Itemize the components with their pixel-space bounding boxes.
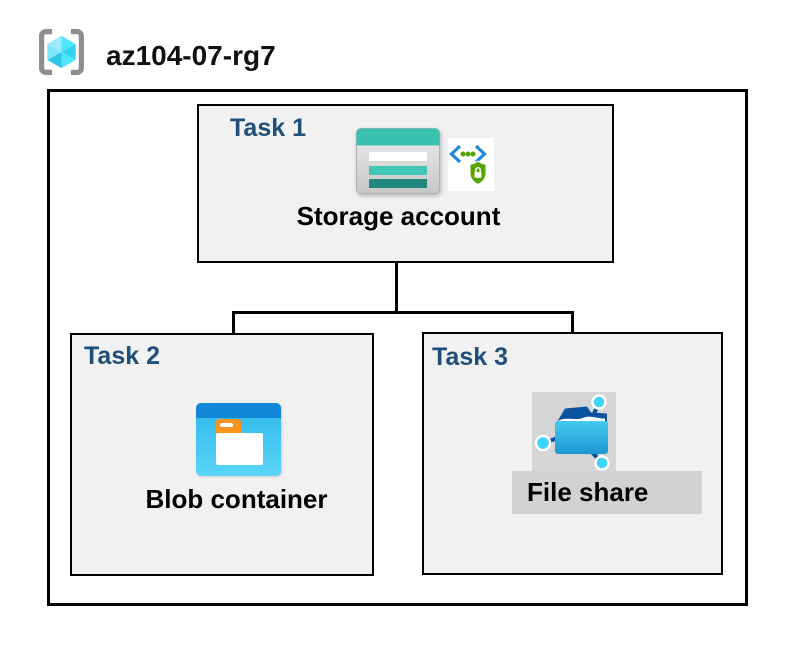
resource-group-title: az104-07-rg7	[106, 40, 276, 71]
blob-container-label: Blob container	[145, 484, 328, 514]
task1-label: Task 1	[230, 114, 306, 142]
task2-box: Task 2 Blob container	[70, 333, 374, 576]
blob-container-icon	[196, 403, 281, 476]
file-share-icon-highlight	[532, 392, 616, 471]
storage-account-icon	[356, 128, 440, 194]
connector-branch	[232, 311, 574, 314]
storage-account-label: Storage account	[296, 201, 501, 231]
code-brackets-shield-lock-icon	[448, 138, 494, 191]
task2-label: Task 2	[84, 342, 160, 370]
file-share-label-background: File share	[512, 471, 702, 514]
task1-box: Task 1	[197, 104, 614, 263]
task3-label: Task 3	[432, 343, 508, 371]
file-share-label: File share	[527, 477, 649, 507]
connector-storage-stem	[395, 236, 398, 313]
azure-resource-group-icon	[35, 24, 88, 80]
file-share-icon	[532, 392, 616, 471]
task3-box: Task 3	[422, 332, 723, 575]
